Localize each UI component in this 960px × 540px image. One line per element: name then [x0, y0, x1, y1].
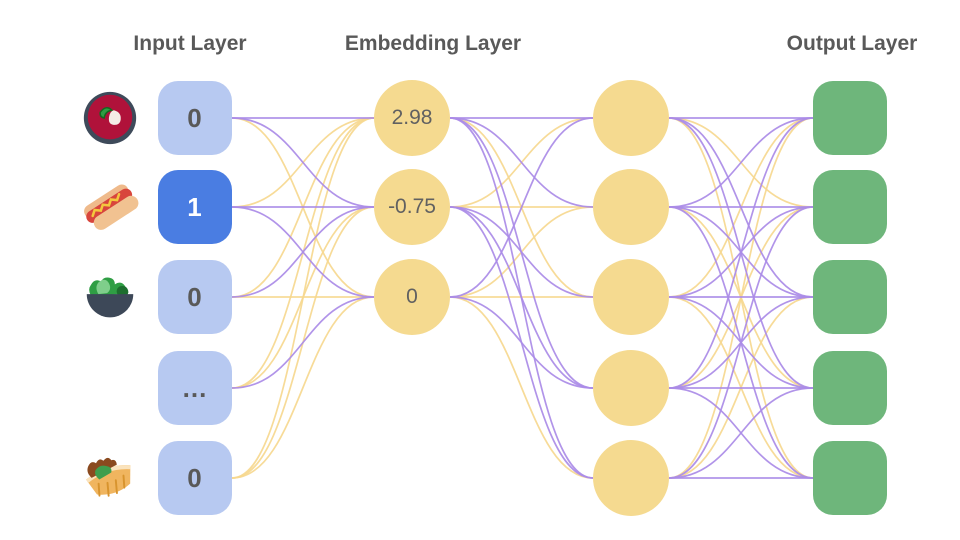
- edge: [449, 296, 594, 389]
- edge: [668, 117, 814, 389]
- output-node-3: [813, 260, 887, 334]
- input-node-5-label: 0: [187, 462, 203, 493]
- edge: [449, 206, 594, 298]
- edge: [449, 296, 594, 479]
- edge: [231, 117, 375, 208]
- embedding-node-1: 2.98: [374, 80, 450, 156]
- edge: [668, 117, 814, 479]
- input-node-4: ...: [158, 351, 232, 425]
- edge: [449, 117, 594, 298]
- edge: [449, 117, 594, 208]
- embedding-node-1-label: 2.98: [391, 106, 433, 129]
- input-node-3-label: 0: [187, 281, 203, 312]
- embedding-layer-heading: Embedding Layer: [344, 32, 522, 55]
- edge: [668, 387, 814, 479]
- output-node-2: [813, 170, 887, 244]
- edge: [231, 296, 375, 389]
- input-node-1-label: 0: [187, 102, 203, 133]
- hidden-node-4: [593, 350, 669, 426]
- embedding-node-2-label: -0.75: [388, 195, 436, 218]
- embedding-node-3: 0: [374, 259, 450, 335]
- input-node-4-label: ...: [182, 372, 208, 403]
- output-node-5: [813, 441, 887, 515]
- edge: [231, 296, 375, 479]
- input-node-5: 0: [158, 441, 232, 515]
- output-layer-heading: Output Layer: [786, 32, 918, 55]
- input-node-1: 0: [158, 81, 232, 155]
- edge: [668, 117, 814, 208]
- input-node-3: 0: [158, 260, 232, 334]
- hidden-node-1: [593, 80, 669, 156]
- input-node-2-label: 1: [187, 191, 203, 222]
- input-layer-heading: Input Layer: [133, 32, 247, 55]
- hidden-node-3: [593, 259, 669, 335]
- output-node-1: [813, 81, 887, 155]
- hot-dog-icon: [79, 176, 141, 238]
- edge: [668, 206, 814, 479]
- edge: [231, 117, 375, 479]
- hidden-node-2: [593, 169, 669, 245]
- hidden-node-5: [593, 440, 669, 516]
- edge: [231, 206, 375, 298]
- edge: [449, 206, 594, 389]
- output-node-4: [813, 351, 887, 425]
- soup-bowl-icon: [79, 87, 141, 149]
- salad-icon: [79, 266, 141, 328]
- input-node-2: 1: [158, 170, 232, 244]
- embedding-node-2: -0.75: [374, 169, 450, 245]
- embedding-node-3-label: 0: [406, 285, 418, 308]
- stuffed-flatbread-icon: [79, 447, 141, 509]
